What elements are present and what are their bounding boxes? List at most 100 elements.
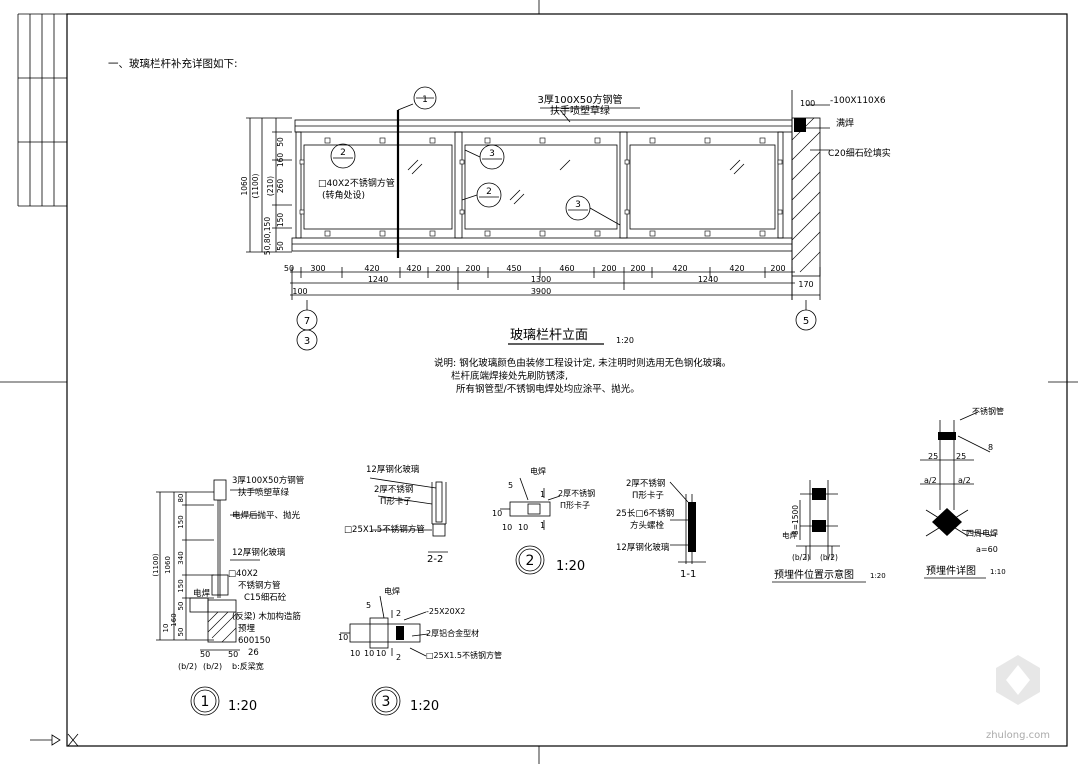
svg-text:1: 1 <box>540 490 545 499</box>
svg-text:(b/2): (b/2) <box>792 553 810 562</box>
elev-section-mark-3b: 3 <box>575 200 581 210</box>
svg-text:电焊: 电焊 <box>193 588 211 599</box>
detail-2-2-number: 2-2 <box>427 554 443 565</box>
svg-text:200: 200 <box>435 264 450 273</box>
detail-1-1-section <box>669 481 706 564</box>
svg-text:12厚钢化玻璃: 12厚钢化玻璃 <box>616 542 670 553</box>
detail-3-scale: 1:20 <box>410 699 439 714</box>
elev-callout-left-1: □40X2不锈钢方管 <box>318 177 395 189</box>
svg-text:420: 420 <box>364 264 379 273</box>
detail-2-2-labels: 12厚钢化玻璃 2厚不锈钢 П形卡子 □25X1.5不锈钢方管 <box>344 464 425 535</box>
svg-text:460: 460 <box>559 264 574 273</box>
svg-text:150: 150 <box>177 579 185 592</box>
title-strip <box>17 13 67 207</box>
svg-text:(反梁) 木加构造筋: (反梁) 木加构造筋 <box>232 611 301 622</box>
svg-text:3900: 3900 <box>531 287 551 296</box>
detail-2-number: 2 <box>526 553 535 569</box>
svg-text:12厚钢化玻璃: 12厚钢化玻璃 <box>232 547 286 558</box>
detail-2-2-section <box>369 477 448 553</box>
note-line-1: 说明: 钢化玻璃颜色由装修工程设计定, 未注明时则选用无色钢化玻璃。 <box>434 357 731 369</box>
svg-text:扶手喷塑草绿: 扶手喷塑草绿 <box>238 487 290 498</box>
svg-text:50: 50 <box>177 602 185 611</box>
svg-text:2厚不锈钢: 2厚不锈钢 <box>626 478 665 489</box>
svg-text:a/2: a/2 <box>958 476 971 485</box>
embed-detail-scale: 1:10 <box>990 568 1006 576</box>
svg-text:170: 170 <box>798 280 813 289</box>
svg-text:420: 420 <box>729 264 744 273</box>
detail-1-vertical-dims: 80 150 (1100) 1060 340 150 160 50 10 50 <box>152 494 185 637</box>
svg-text:26: 26 <box>248 648 259 658</box>
svg-text:25: 25 <box>928 452 938 461</box>
svg-text:(b/2): (b/2) <box>178 662 197 671</box>
orientation-arrow-icon <box>30 733 79 747</box>
svg-text:预埋: 预埋 <box>238 623 256 634</box>
svg-text:a=60: a=60 <box>976 545 998 554</box>
railing-elevation <box>246 86 830 351</box>
svg-text:5: 5 <box>508 481 513 490</box>
elev-callout-right-2: 满焊 <box>836 117 854 129</box>
embed-detail-diagram <box>920 411 997 537</box>
svg-text:1300: 1300 <box>531 275 551 284</box>
svg-text:П形卡子: П形卡子 <box>380 496 412 507</box>
detail-1-1-labels: 2厚不锈钢 П形卡子 25长□6不锈钢 方头螺栓 12厚钢化玻璃 <box>616 478 674 553</box>
svg-text:四周电焊: 四周电焊 <box>966 528 998 538</box>
elev-callout-top-2: 扶手喷塑草绿 <box>550 104 610 117</box>
svg-text:50,80,150: 50,80,150 <box>263 217 272 255</box>
svg-text:8=1500: 8=1500 <box>791 505 800 535</box>
embed-position-labels: 电焊 8=1500 (b/2) (b/2) <box>782 505 838 562</box>
axis-bubble-5: 5 <box>803 316 809 327</box>
svg-text:电焊: 电焊 <box>530 466 546 476</box>
svg-text:10: 10 <box>162 624 170 633</box>
svg-text:2厚不锈钢: 2厚不锈钢 <box>558 488 595 498</box>
svg-text:8: 8 <box>988 443 993 452</box>
embed-position-diagram <box>796 480 840 560</box>
svg-text:260: 260 <box>276 179 285 194</box>
svg-text:50: 50 <box>200 650 210 659</box>
note-line-2: 栏杆底端焊接处先刷防锈漆, <box>451 370 568 382</box>
axis-bubble-7: 7 <box>304 316 310 327</box>
svg-text:(210): (210) <box>266 176 275 196</box>
detail-1-scale: 1:20 <box>228 699 257 714</box>
svg-text:不锈钢管: 不锈钢管 <box>972 406 1004 416</box>
svg-text:10: 10 <box>492 509 502 518</box>
svg-text:10: 10 <box>376 649 386 658</box>
svg-text:b:反梁宽: b:反梁宽 <box>232 661 264 671</box>
elev-bottom-dims: 50 300 420 420 200 200 450 460 200 200 4… <box>284 264 814 296</box>
svg-text:300: 300 <box>310 264 325 273</box>
svg-text:200: 200 <box>630 264 645 273</box>
svg-text:2厚不锈钢: 2厚不锈钢 <box>374 484 413 495</box>
svg-text:10: 10 <box>350 649 360 658</box>
svg-text:200: 200 <box>465 264 480 273</box>
detail-1-labels: 3厚100X50方钢管 扶手喷塑草绿 电焊后抛平、抛光 12厚钢化玻璃 □40X… <box>193 475 304 658</box>
svg-text:方头螺栓: 方头螺栓 <box>630 520 665 531</box>
embed-position-scale: 1:20 <box>870 572 886 580</box>
elev-callout-right-1: -100X110X6 <box>830 96 886 106</box>
svg-text:10: 10 <box>364 649 374 658</box>
svg-text:(1100): (1100) <box>251 173 260 198</box>
detail-1-section <box>156 479 260 716</box>
svg-text:-25X20X2: -25X20X2 <box>426 607 465 616</box>
svg-text:50: 50 <box>284 264 294 273</box>
detail-2-section <box>500 477 561 575</box>
svg-text:(b/2): (b/2) <box>203 662 222 671</box>
sheet-heading: 一、玻璃栏杆补充详图如下: <box>108 57 238 70</box>
elev-callout-top-1: 3厚100X50方钢管 <box>537 93 622 106</box>
svg-text:□25X1.5不锈钢方管: □25X1.5不锈钢方管 <box>426 650 502 660</box>
embed-detail-title: 预埋件详图 <box>926 564 976 577</box>
svg-text:C15细石砼: C15细石砼 <box>244 592 287 603</box>
svg-text:50: 50 <box>228 650 238 659</box>
svg-text:П形卡子: П形卡子 <box>560 500 590 510</box>
elev-section-mark-2b: 2 <box>486 187 492 197</box>
svg-text:□40X2: □40X2 <box>228 569 258 579</box>
svg-text:200: 200 <box>601 264 616 273</box>
svg-text:1: 1 <box>540 521 545 530</box>
elev-section-mark-1: 1 <box>422 95 428 105</box>
svg-text:(b/2): (b/2) <box>820 553 838 562</box>
svg-text:10: 10 <box>502 523 512 532</box>
detail-3-labels: 电焊 -25X20X2 2厚铝合金型材 □25X1.5不锈钢方管 2 2 5 1… <box>338 586 502 662</box>
svg-text:2厚铝合金型材: 2厚铝合金型材 <box>426 628 479 638</box>
elev-callout-left-2: (转角处设) <box>322 189 365 201</box>
elev-section-mark-2a: 2 <box>340 148 346 158</box>
svg-text:50: 50 <box>276 137 285 147</box>
svg-text:100: 100 <box>292 287 307 296</box>
